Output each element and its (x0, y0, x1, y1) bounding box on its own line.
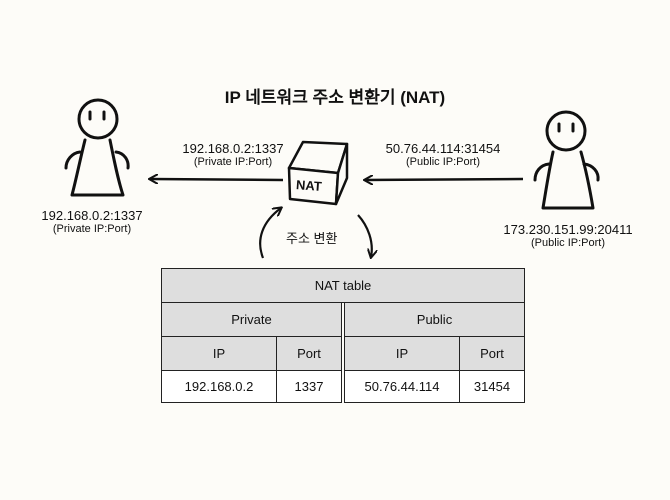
nat-table-col-private-port: Port (276, 336, 342, 371)
nat-table-cell-private-ip: 192.168.0.2 (161, 370, 277, 403)
left-person-icon (64, 98, 130, 197)
left-arrow-note: (Private IP:Port) (193, 156, 273, 168)
diagram-title: IP 네트워크 주소 변환기 (NAT) (224, 88, 446, 107)
left-host-label: 192.168.0.2:1337 (Private IP:Port) (22, 208, 162, 235)
nat-table-group-public: Public (344, 302, 525, 337)
nat-table-cell-public-port: 31454 (459, 370, 525, 403)
nat-box-label: NAT (295, 177, 323, 194)
left-arrow (150, 179, 284, 180)
right-host-address: 173.230.151.99:20411 (503, 222, 633, 237)
nat-table: NAT table Private Public IP Port IP Port… (161, 268, 525, 403)
left-arrow-address: 192.168.0.2:1337 (182, 141, 284, 156)
translation-label: 주소 변환 (286, 231, 338, 246)
left-host-note: (Private IP:Port) (52, 223, 132, 235)
nat-table-cell-public-ip: 50.76.44.114 (344, 370, 460, 403)
translation-in-arrow (357, 214, 372, 257)
nat-device-icon (287, 140, 349, 206)
nat-table-col-private-ip: IP (161, 336, 277, 371)
right-host-label: 173.230.151.99:20411 (Public IP:Port) (488, 222, 648, 249)
nat-table-col-public-ip: IP (344, 336, 460, 371)
translation-out-arrow (259, 208, 281, 259)
right-person-icon (533, 110, 600, 210)
right-arrow (365, 179, 524, 180)
left-arrow-label: 192.168.0.2:1337 (Private IP:Port) (163, 141, 303, 168)
right-arrow-address: 50.76.44.114:31454 (385, 141, 501, 156)
right-arrow-note: (Public IP:Port) (406, 156, 480, 168)
nat-table-cell-private-port: 1337 (276, 370, 342, 403)
right-arrow-label: 50.76.44.114:31454 (Public IP:Port) (363, 141, 523, 168)
nat-table-group-private: Private (161, 302, 342, 337)
table-row: 192.168.0.2 1337 50.76.44.114 31454 (161, 370, 525, 403)
right-host-note: (Public IP:Port) (531, 237, 605, 249)
left-host-address: 192.168.0.2:1337 (41, 208, 143, 223)
nat-table-col-public-port: Port (459, 336, 525, 371)
nat-table-caption: NAT table (161, 268, 525, 303)
